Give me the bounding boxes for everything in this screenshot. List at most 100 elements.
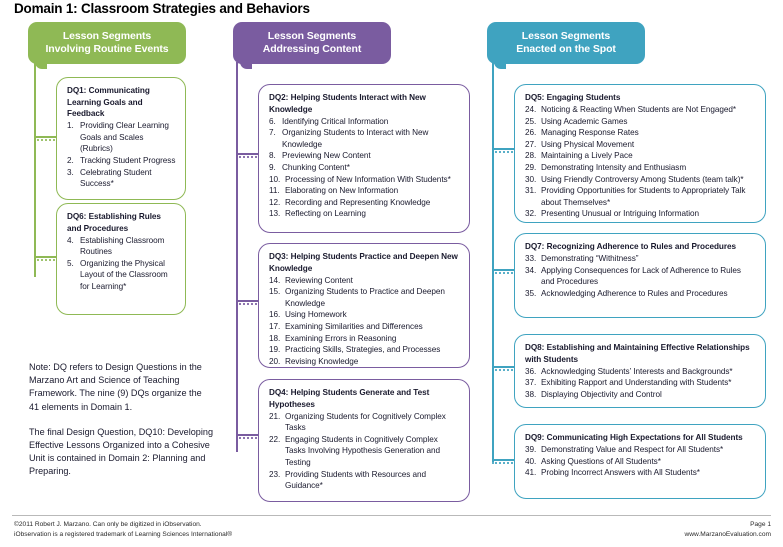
list-item: 29.Demonstrating Intensity and Enthusias… — [525, 162, 756, 174]
item-text: Tracking Student Progress — [80, 156, 176, 166]
card-title: DQ2: Helping Students Interact with New … — [269, 93, 426, 114]
item-text: Reviewing Content — [285, 275, 353, 285]
item-text: Examining Similarities and Differences — [285, 322, 423, 332]
card-item-list: 6. Identifying Critical Information 7. Org… — [269, 116, 460, 220]
header-line-2: Involving Routine Events — [45, 43, 169, 55]
item-number: 18. — [269, 333, 281, 343]
connector-stub-dq8 — [492, 366, 516, 371]
card-dq2[interactable]: DQ2: Helping Students Interact with New … — [258, 84, 470, 233]
connector-rail-green — [34, 62, 36, 277]
card-body: DQ9: Communicating High Expectations for… — [515, 425, 765, 486]
item-number: 21. — [269, 411, 281, 421]
item-number: 27. — [525, 139, 537, 149]
item-text: Displaying Objectivity and Control — [541, 389, 662, 399]
item-text: Providing Opportunities for Students to … — [541, 186, 746, 207]
item-text: Using Physical Movement — [541, 139, 635, 149]
list-item: 5.Organizing the Physical Layout of the … — [67, 258, 176, 293]
list-item: 6. Identifying Critical Information — [269, 116, 460, 128]
item-number: 26. — [525, 128, 537, 138]
list-item: 19.Practicing Skills, Strategies, and Pr… — [269, 344, 460, 356]
item-text: Probing Incorrect Answers with All Stude… — [541, 468, 700, 478]
connector-stub-dq9 — [492, 459, 516, 464]
card-dq4[interactable]: DQ4: Helping Students Generate and Test … — [258, 379, 470, 502]
item-number: 19. — [269, 345, 281, 355]
list-item: 41. Probing Incorrect Answers with All St… — [525, 467, 756, 479]
list-item: 18.Examining Errors in Reasoning — [269, 333, 460, 345]
list-item: 3.Celebrating Student Success* — [67, 167, 176, 190]
list-item: 13.Reflecting on Learning — [269, 208, 460, 220]
list-item: 2.Tracking Student Progress — [67, 155, 176, 167]
card-body: DQ1: Communicating Learning Goals and Fe… — [57, 78, 185, 197]
list-item: 33.Demonstrating “Withitness” — [525, 253, 756, 265]
card-item-list: 39.Demonstrating Value and Respect for A… — [525, 444, 756, 479]
list-item: 17. Examining Similarities and Difference… — [269, 321, 460, 333]
footer-divider — [12, 515, 771, 516]
card-dq5[interactable]: DQ5: Engaging Students 24.Noticing & Rea… — [514, 84, 766, 223]
list-item: 23.Providing Students with Resources and… — [269, 469, 460, 492]
item-number: 25. — [525, 116, 537, 126]
item-number: 30. — [525, 174, 537, 184]
list-item: 28.Maintaining a Lively Pace — [525, 150, 756, 162]
item-number: 36. — [525, 366, 537, 376]
item-number: 37. — [525, 378, 537, 388]
card-dq3[interactable]: DQ3: Helping Students Practice and Deepe… — [258, 243, 470, 368]
item-text: Using Friendly Controversy Among Student… — [541, 174, 744, 184]
item-text: Acknowledging Students’ Interests and Ba… — [541, 366, 733, 376]
list-item: 26. Managing Response Rates — [525, 127, 756, 139]
item-text: Previewing New Content — [282, 151, 371, 161]
card-item-list: 24.Noticing & Reacting When Students are… — [525, 104, 756, 220]
item-number: 4. — [67, 235, 74, 245]
connector-stub-dq2 — [236, 153, 260, 158]
header-text: Lesson Segments Enacted on the Spot — [510, 30, 622, 57]
card-dq7[interactable]: DQ7: Recognizing Adherence to Rules and … — [514, 233, 766, 318]
item-number: 28. — [525, 151, 537, 161]
list-item: 39.Demonstrating Value and Respect for A… — [525, 444, 756, 456]
item-text: Organizing Students for Cognitively Comp… — [285, 411, 446, 433]
column-header-routine-events[interactable]: Lesson Segments Involving Routine Events — [28, 22, 186, 69]
item-number: 15. — [269, 287, 281, 297]
list-item: 15.Organizing Students to Practice and D… — [269, 286, 460, 309]
item-text: Chunking Content* — [282, 163, 350, 173]
item-number: 17. — [269, 322, 281, 332]
item-number: 14. — [269, 275, 281, 285]
header-line-2: Enacted on the Spot — [516, 43, 616, 55]
item-text: Elaborating on New Information — [285, 186, 399, 196]
note-paragraph-1: Note: DQ refers to Design Questions in t… — [29, 362, 202, 412]
column-header-addressing-content[interactable]: Lesson Segments Addressing Content — [233, 22, 391, 69]
column-header-enacted-on-the-spot[interactable]: Lesson Segments Enacted on the Spot — [487, 22, 645, 69]
item-number: 35. — [525, 288, 537, 298]
item-number: 33. — [525, 254, 537, 264]
item-text: Establishing Classroom Routines — [80, 235, 165, 257]
item-number: 29. — [525, 163, 537, 173]
item-text: Organizing Students to Interact with New… — [282, 128, 429, 149]
card-title: DQ3: Helping Students Practice and Deepe… — [269, 252, 458, 273]
item-number: 41. — [525, 468, 537, 478]
card-item-list: 1.Providing Clear Learning Goals and Sca… — [67, 120, 176, 190]
item-number: 39. — [525, 445, 537, 455]
card-dq8[interactable]: DQ8: Establishing and Maintaining Effect… — [514, 334, 766, 408]
list-item: 38.Displaying Objectivity and Control — [525, 389, 756, 401]
item-number: 6. — [269, 116, 276, 126]
card-dq9[interactable]: DQ9: Communicating High Expectations for… — [514, 424, 766, 499]
list-item: 16.Using Homework — [269, 309, 460, 321]
list-item: 4. Establishing Classroom Routines — [67, 235, 176, 258]
footer-copyright-line-1: ©2011 Robert J. Marzano. Can only be dig… — [14, 521, 202, 528]
item-number: 5. — [67, 258, 74, 268]
list-item: 14. Reviewing Content — [269, 275, 460, 287]
item-text: Using Academic Games — [541, 116, 628, 126]
card-dq6[interactable]: DQ6: Establishing Rules and Procedures 4… — [56, 203, 186, 315]
item-text: Identifying Critical Information — [282, 116, 389, 126]
card-item-list: 36. Acknowledging Students’ Interests and… — [525, 366, 756, 401]
item-text: Managing Response Rates — [541, 128, 639, 138]
note-block: Note: DQ refers to Design Questions in t… — [29, 361, 214, 479]
list-item: 25. Using Academic Games — [525, 116, 756, 128]
item-number: 31. — [525, 186, 537, 196]
page-title: Domain 1: Classroom Strategies and Behav… — [14, 1, 310, 16]
item-text: Providing Students with Resources and Gu… — [285, 469, 427, 491]
card-body: DQ5: Engaging Students 24.Noticing & Rea… — [515, 85, 765, 222]
connector-rail-purple — [236, 62, 238, 452]
footer-website[interactable]: www.MarzanoEvaluation.com — [684, 531, 772, 538]
card-dq1[interactable]: DQ1: Communicating Learning Goals and Fe… — [56, 77, 186, 200]
item-number: 7. — [269, 128, 276, 138]
